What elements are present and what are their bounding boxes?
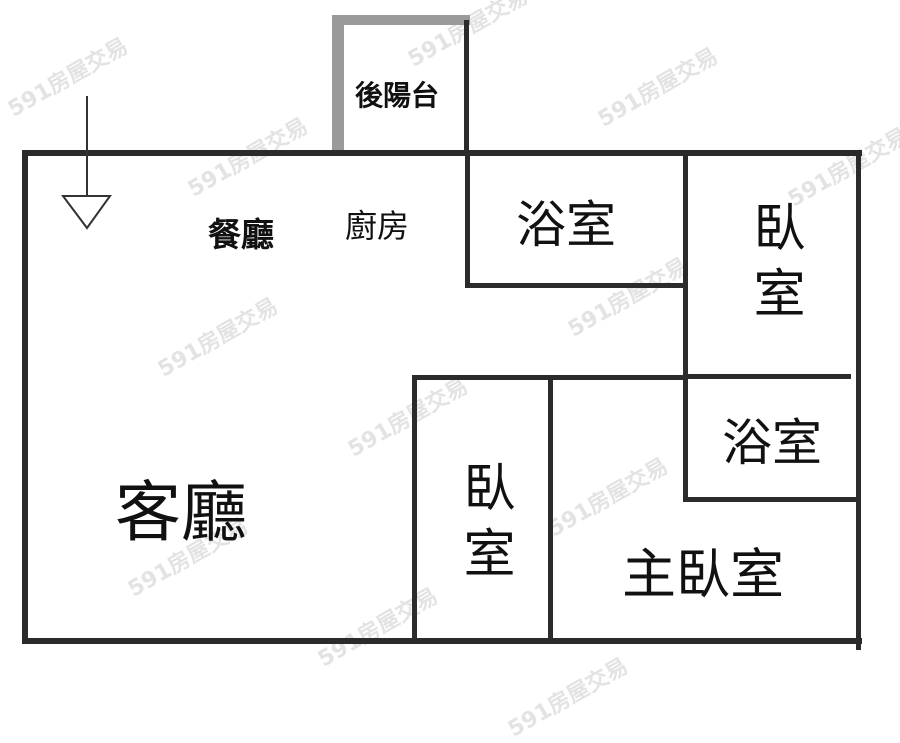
bedroom-middle-wall-right [548, 378, 553, 643]
bath-right-wall-bottom [683, 497, 861, 502]
outer-wall-bottom [22, 638, 862, 644]
bath-top-wall-bottom [465, 283, 687, 288]
room-label-bedroom-right: 臥室 [744, 200, 804, 332]
balcony-wall-top [332, 15, 470, 25]
room-label-bath-right: 浴室 [722, 414, 822, 472]
bath-top-wall-left [465, 150, 470, 288]
room-label-living: 客廳 [115, 474, 247, 551]
room-label-master-bedroom: 主臥室 [622, 543, 784, 606]
room-label-dining: 餐廳 [208, 215, 274, 254]
room-label-kitchen: 廚房 [345, 207, 410, 245]
outer-wall-left [22, 150, 28, 644]
bedroom-right-wall-left [683, 150, 688, 502]
balcony-wall-right [464, 20, 469, 156]
outer-wall-right [856, 150, 861, 650]
middle-wall-top [412, 375, 687, 380]
room-label-balcony: 後陽台 [355, 79, 440, 112]
bedroom-right-wall-bottom [683, 374, 851, 379]
room-label-bath-top: 浴室 [516, 196, 616, 254]
entrance-arrow-icon [61, 96, 112, 230]
balcony-wall-left [332, 18, 344, 152]
bedroom-middle-wall-left [412, 375, 417, 643]
outer-wall-top [22, 150, 862, 156]
room-label-bedroom-middle: 臥室 [454, 460, 514, 592]
